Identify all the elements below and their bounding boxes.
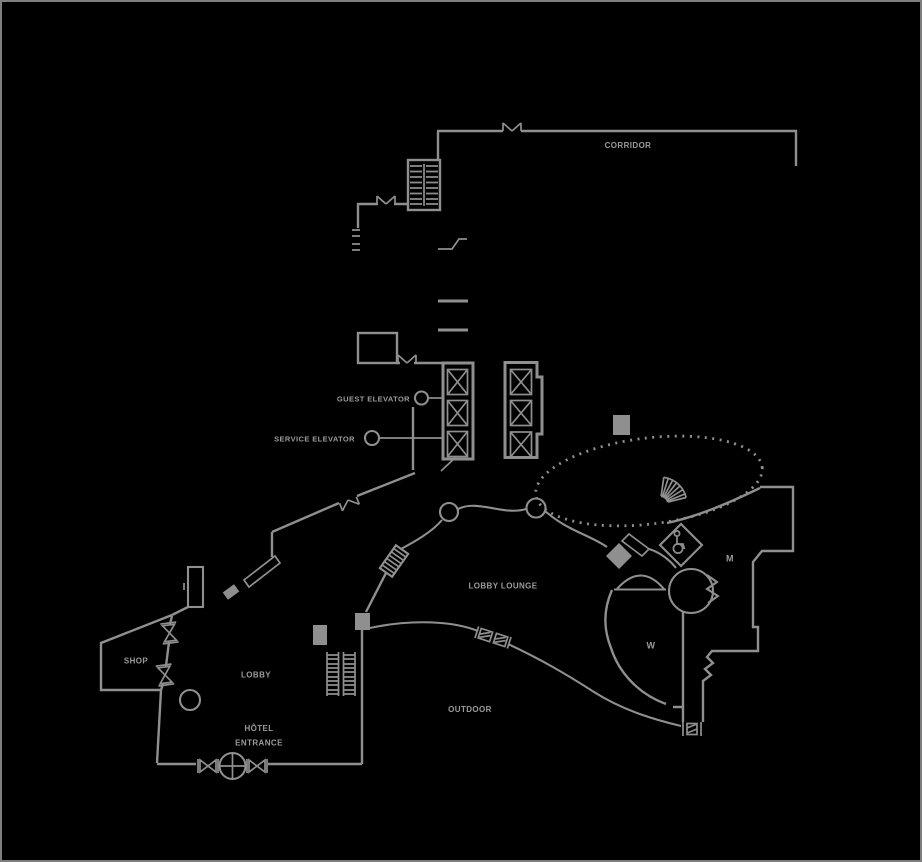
column-icon — [606, 543, 632, 569]
womens-room-arch — [614, 574, 666, 591]
label-corridor: CORRIDOR — [605, 141, 652, 150]
column-icon — [438, 501, 460, 523]
label-mens-room: M — [726, 554, 734, 564]
swing-door-icon — [376, 195, 396, 205]
lobby-walls — [155, 572, 388, 766]
elevator-car-icon — [446, 368, 469, 458]
front-desk — [242, 554, 282, 589]
accessible-wc-room — [658, 522, 704, 568]
staircase-icon — [406, 158, 442, 212]
shaft-wall-segments — [438, 299, 468, 332]
mens-area-walls — [666, 485, 795, 722]
lounge-upper-edge — [400, 504, 608, 550]
shop-walls — [99, 613, 173, 692]
double-door-icon — [474, 626, 512, 649]
label-lobby-lounge: LOBBY LOUNGE — [468, 582, 537, 591]
column-icon — [525, 497, 547, 519]
restroom-passage — [620, 532, 677, 569]
swing-door-icon — [338, 495, 361, 512]
desk-block — [222, 584, 240, 600]
column-icon — [178, 688, 202, 712]
label-hotel-entrance-2: ENTRANCE — [235, 739, 283, 748]
round-vestibule — [667, 567, 715, 615]
elevator-car-icon — [509, 368, 533, 458]
label-guest-elevator: GUEST ELEVATOR — [337, 395, 410, 404]
label-womens-room: W — [647, 641, 656, 651]
revolving-door-icon — [218, 751, 247, 781]
second-elevator-bank — [503, 361, 544, 459]
double-swing-door-icon — [160, 621, 179, 645]
escalator-icon — [378, 543, 410, 579]
swing-door-icon — [397, 354, 417, 364]
womens-room-walls — [604, 589, 683, 709]
double-swing-door-icon — [155, 663, 175, 687]
label-shop: SHOP — [124, 657, 149, 666]
fan-stair-icon — [660, 476, 688, 503]
column-icon — [355, 613, 370, 630]
swing-door-icon — [502, 122, 522, 132]
door-jamb-ticks — [352, 229, 360, 251]
double-door-icon — [682, 722, 702, 736]
label-lobby: LOBBY — [241, 671, 271, 680]
double-swing-door-icon — [197, 758, 219, 774]
open-to-below-icon — [534, 434, 764, 528]
guest-elevator-callout — [413, 390, 444, 406]
column-icon — [313, 625, 327, 645]
double-swing-door-icon — [246, 758, 268, 774]
label-service-elevator: SERVICE ELEVATOR — [274, 435, 355, 444]
service-vestibule — [356, 331, 443, 365]
door-leaf — [440, 456, 457, 472]
escalator-icon — [326, 652, 356, 696]
label-outdoor: OUTDOOR — [448, 705, 492, 714]
elevator-lobby-walls — [270, 407, 416, 557]
service-elevator-callout — [363, 429, 444, 447]
column-icon — [613, 415, 630, 435]
label-hotel-entrance-1: HÔTEL — [244, 724, 273, 733]
stair-lobby-walls — [352, 195, 408, 251]
wheelchair-accessible-icon — [672, 530, 686, 554]
vestibule-zigzag-wall — [705, 574, 720, 604]
entry-vestibule — [171, 565, 205, 617]
outdoor-boundary-curve — [369, 621, 682, 728]
corridor-walls — [436, 122, 798, 166]
guest-elevator-bank — [440, 361, 475, 472]
break-line-symbol — [438, 238, 467, 250]
